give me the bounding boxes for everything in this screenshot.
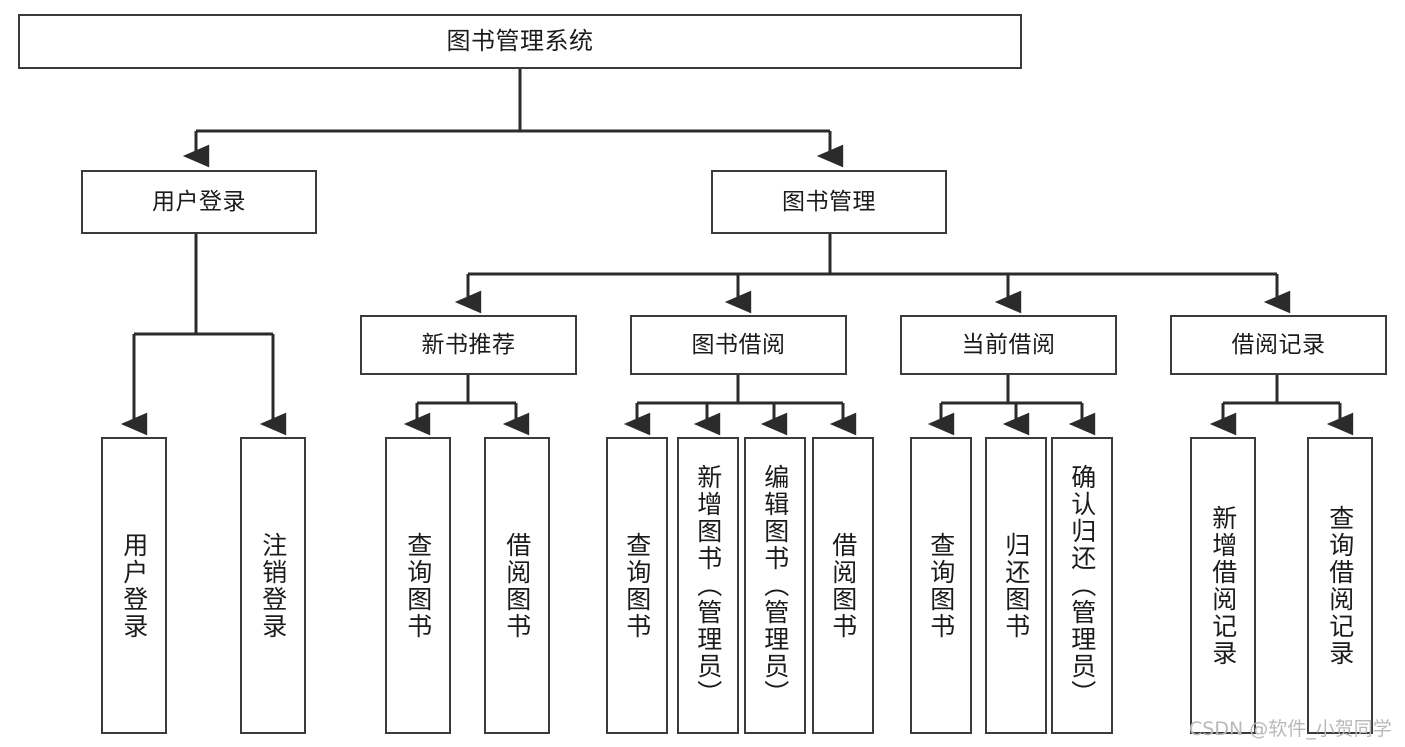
leaf-borrow-book-recommend-label: 借阅图书 bbox=[502, 531, 532, 640]
leaf-query-book-recommend[interactable]: 查询图书 bbox=[385, 437, 451, 734]
leaf-return-book[interactable]: 归还图书 bbox=[985, 437, 1047, 734]
leaf-user-login-label: 用户登录 bbox=[119, 531, 149, 640]
node-book-management-label: 图书管理 bbox=[782, 188, 876, 215]
leaf-query-borrow-record-label: 查询借阅记录 bbox=[1325, 504, 1355, 667]
node-book-borrow-label: 图书借阅 bbox=[691, 331, 786, 358]
leaf-add-borrow-record[interactable]: 新增借阅记录 bbox=[1190, 437, 1256, 734]
node-current-borrow-label: 当前借阅 bbox=[961, 331, 1056, 358]
node-root[interactable]: 图书管理系统 bbox=[18, 14, 1022, 69]
leaf-borrow-book[interactable]: 借阅图书 bbox=[812, 437, 874, 734]
leaf-logout[interactable]: 注销登录 bbox=[240, 437, 306, 734]
leaf-user-login[interactable]: 用户登录 bbox=[101, 437, 167, 734]
node-user-login-label: 用户登录 bbox=[152, 188, 246, 215]
node-new-book-recommend-label: 新书推荐 bbox=[421, 331, 516, 358]
leaf-edit-book-admin-label: 编辑图书（管理员） bbox=[760, 464, 790, 707]
leaf-logout-label: 注销登录 bbox=[258, 531, 288, 640]
node-new-book-recommend[interactable]: 新书推荐 bbox=[360, 315, 577, 375]
leaf-query-book-current-label: 查询图书 bbox=[926, 531, 956, 640]
leaf-add-book-admin[interactable]: 新增图书（管理员） bbox=[677, 437, 739, 734]
leaf-query-borrow-record[interactable]: 查询借阅记录 bbox=[1307, 437, 1373, 734]
leaf-query-book-recommend-label: 查询图书 bbox=[403, 531, 433, 640]
leaf-confirm-return-admin-label: 确认归还（管理员） bbox=[1067, 464, 1097, 707]
node-user-login[interactable]: 用户登录 bbox=[81, 170, 317, 234]
node-current-borrow[interactable]: 当前借阅 bbox=[900, 315, 1117, 375]
leaf-return-book-label: 归还图书 bbox=[1001, 531, 1031, 640]
node-book-borrow[interactable]: 图书借阅 bbox=[630, 315, 847, 375]
leaf-borrow-book-recommend[interactable]: 借阅图书 bbox=[484, 437, 550, 734]
leaf-query-book-current[interactable]: 查询图书 bbox=[910, 437, 972, 734]
node-root-label: 图书管理系统 bbox=[446, 26, 594, 55]
node-borrow-record[interactable]: 借阅记录 bbox=[1170, 315, 1387, 375]
watermark: CSDN @软件_小贺同学 bbox=[1189, 718, 1392, 740]
leaf-borrow-book-label: 借阅图书 bbox=[828, 531, 858, 640]
leaf-confirm-return-admin[interactable]: 确认归还（管理员） bbox=[1051, 437, 1113, 734]
leaf-add-borrow-record-label: 新增借阅记录 bbox=[1208, 504, 1238, 667]
leaf-query-book-borrow[interactable]: 查询图书 bbox=[606, 437, 668, 734]
leaf-add-book-admin-label: 新增图书（管理员） bbox=[693, 464, 723, 707]
leaf-query-book-borrow-label: 查询图书 bbox=[622, 531, 652, 640]
node-borrow-record-label: 借阅记录 bbox=[1231, 331, 1326, 358]
node-book-management[interactable]: 图书管理 bbox=[711, 170, 947, 234]
leaf-edit-book-admin[interactable]: 编辑图书（管理员） bbox=[744, 437, 806, 734]
